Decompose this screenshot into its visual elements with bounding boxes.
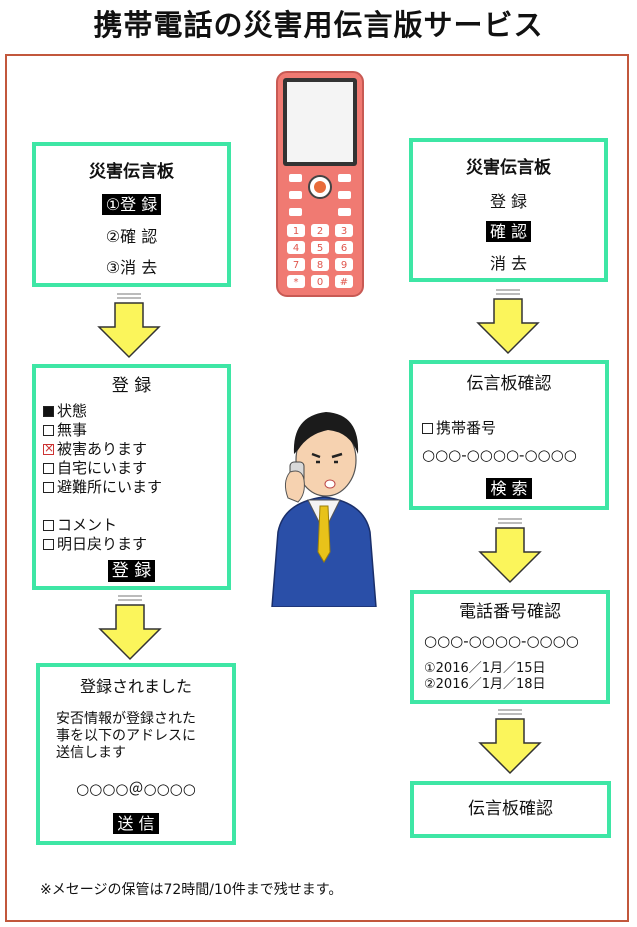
mobile-phone-icon: 1 2 3 4 5 6 7 8 9 * 0 # — [276, 71, 364, 297]
down-arrow-icon — [478, 518, 542, 584]
checkbox-icon — [422, 423, 433, 434]
back-tomorrow-option[interactable]: 明日戻ります — [43, 535, 147, 554]
checkbox-icon[interactable] — [43, 520, 54, 531]
down-arrow-icon — [476, 289, 540, 355]
shelter-option[interactable]: 避難所にいます — [43, 478, 162, 497]
phone-number-field-label: 携帯番号 — [422, 419, 496, 438]
keypad-key — [311, 224, 329, 237]
down-arrow-icon — [98, 595, 162, 661]
menu-item-delete[interactable]: ③消 去 — [105, 258, 158, 277]
comment-option[interactable]: コメント — [43, 516, 117, 535]
keypad-key — [311, 258, 329, 271]
keypad-key — [287, 241, 305, 254]
keypad-key-label: 5 — [317, 243, 323, 254]
phone-confirm-box: 電話番号確認 ○○○-○○○○-○○○○ ①2016／1月／15日 ②2016／… — [410, 590, 610, 704]
keypad-key — [287, 224, 305, 237]
keypad-key — [335, 258, 353, 271]
keypad-key — [287, 258, 305, 271]
keypad-key — [311, 241, 329, 254]
message-line-1: 安否情報が登録された — [56, 711, 196, 727]
keypad-key-label: 7 — [293, 260, 299, 271]
keypad-key — [311, 275, 329, 288]
keypad-key-label: 2 — [317, 226, 323, 237]
search-button[interactable]: 検 索 — [486, 478, 532, 499]
left-menu-heading: 災害伝言板 — [89, 162, 174, 182]
send-address: ○○○○＠○○○○ — [76, 780, 196, 798]
keypad-key — [335, 275, 353, 288]
final-confirm-box: 伝言板確認 — [410, 781, 611, 838]
right-menu-register[interactable]: 登 録 — [489, 192, 528, 211]
message-line-3: 送信します — [56, 745, 126, 761]
right-menu-confirm[interactable]: 確 認 — [485, 221, 532, 242]
register-heading: 登 録 — [111, 376, 152, 396]
menu-item-confirm[interactable]: ②確 認 — [105, 227, 158, 246]
businessman-on-phone-illustration — [271, 412, 377, 607]
safe-option[interactable]: 無事 — [43, 421, 87, 440]
at-home-option[interactable]: 自宅にいます — [43, 459, 147, 478]
keypad-key-label: * — [294, 277, 299, 288]
storage-note: ※メセージの保管は72時間/10件まで残せます。 — [40, 882, 343, 898]
filled-square-icon — [43, 406, 54, 417]
damaged-option[interactable]: 被害あります — [43, 440, 147, 459]
phone-confirm-number: ○○○-○○○○-○○○○ — [424, 632, 579, 650]
register-button[interactable]: 登 録 — [107, 560, 156, 582]
down-arrow-icon — [97, 293, 161, 359]
final-confirm-heading: 伝言板確認 — [468, 799, 553, 819]
keypad-key — [335, 224, 353, 237]
keypad-key-label: 6 — [341, 243, 347, 254]
keypad-key-label: 4 — [293, 243, 299, 254]
send-button[interactable]: 送 信 — [113, 813, 159, 834]
keypad-key-label: 0 — [317, 277, 323, 288]
right-menu-heading: 災害伝言板 — [466, 158, 551, 178]
keypad-key-label: 8 — [317, 260, 323, 271]
phone-confirm-heading: 電話番号確認 — [459, 602, 561, 622]
keypad-key — [287, 275, 305, 288]
keypad-key — [335, 241, 353, 254]
menu-item-register[interactable]: ①登 録 — [101, 194, 162, 215]
register-box: 登 録 状態 無事 被害あります 自宅にいます 避難所にいます コメント 明日戻… — [32, 364, 231, 590]
message-entry-1[interactable]: ①2016／1月／15日 — [424, 661, 546, 676]
checkbox-icon[interactable] — [43, 463, 54, 474]
down-arrow-icon — [478, 709, 542, 775]
status-option: 状態 — [43, 402, 87, 421]
right-menu-box: 災害伝言板 登 録 確 認 消 去 — [409, 138, 608, 282]
registered-heading: 登録されました — [79, 677, 192, 696]
keypad-key-label: 3 — [341, 226, 347, 237]
keypad-key-label: 1 — [293, 226, 299, 237]
right-menu-delete[interactable]: 消 去 — [489, 254, 528, 273]
message-line-2: 事を以下のアドレスに — [56, 728, 196, 744]
keypad-key-label: 9 — [341, 260, 347, 271]
registered-box: 登録されました 安否情報が登録された 事を以下のアドレスに 送信します ○○○○… — [36, 663, 236, 845]
page-title: 携帯電話の災害用伝言版サービス — [93, 8, 544, 42]
checked-box-icon[interactable] — [43, 440, 54, 456]
checkbox-icon[interactable] — [43, 539, 54, 550]
checkbox-icon[interactable] — [43, 482, 54, 493]
keypad-key-label: # — [340, 277, 348, 288]
board-confirm-box: 伝言板確認 携帯番号 ○○○-○○○○-○○○○ 検 索 — [409, 360, 609, 510]
phone-number-input[interactable]: ○○○-○○○○-○○○○ — [422, 446, 577, 464]
board-confirm-heading: 伝言板確認 — [466, 374, 552, 394]
left-menu-box: 災害伝言板 ①登 録 ②確 認 ③消 去 — [32, 142, 231, 287]
diagram-frame — [5, 54, 629, 922]
message-entry-2[interactable]: ②2016／1月／18日 — [424, 677, 546, 692]
checkbox-icon[interactable] — [43, 425, 54, 436]
